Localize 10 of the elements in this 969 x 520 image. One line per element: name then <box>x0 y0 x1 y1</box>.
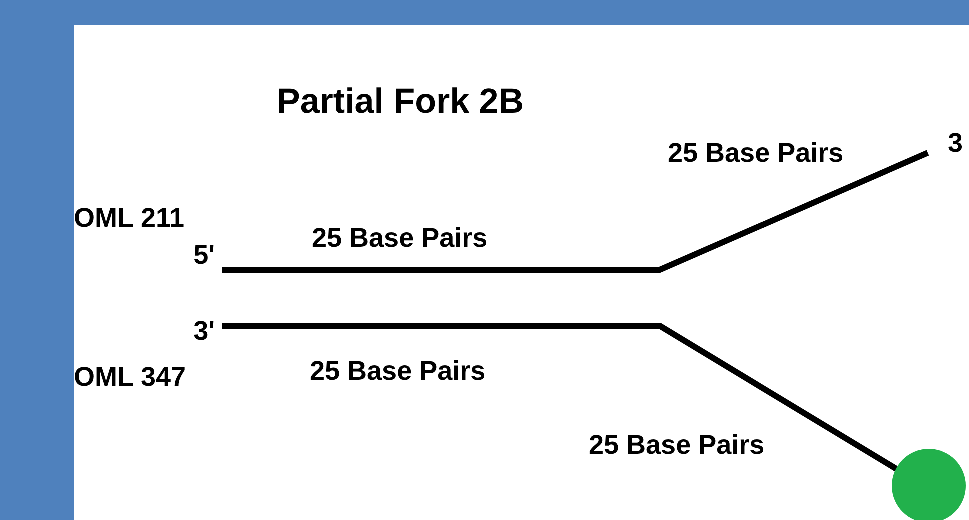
strand-end-label: 3' <box>194 318 215 345</box>
strand-length-label: 25 Base Pairs <box>310 358 486 385</box>
diagram-title: Partial Fork 2B <box>277 84 524 119</box>
oligo-label: OML 347 <box>74 364 186 391</box>
oligo-label: OML 211 <box>74 205 185 232</box>
strand-end-label: 3 <box>948 130 964 157</box>
strand-length-label: 25 Base Pairs <box>668 140 844 167</box>
strand-length-label: 25 Base Pairs <box>589 432 765 459</box>
strand-end-label: 5' <box>194 242 215 269</box>
strand-length-label: 25 Base Pairs <box>312 225 488 252</box>
